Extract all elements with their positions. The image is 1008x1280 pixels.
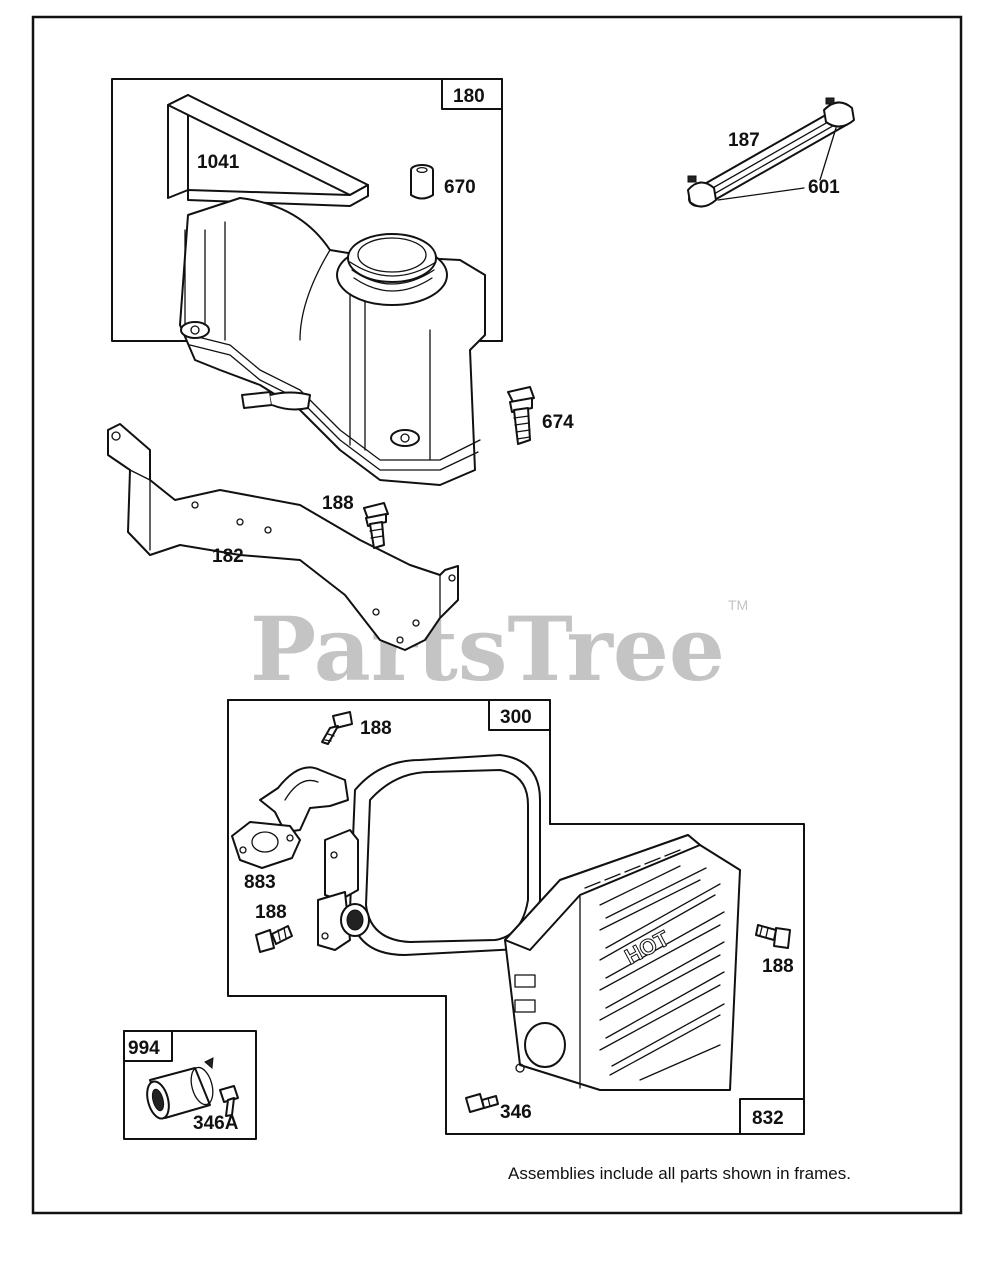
tank-screw-part xyxy=(507,386,535,445)
frame-994-number-box xyxy=(123,1030,173,1062)
frame-300: 300 xyxy=(227,699,551,997)
callout-674: 674 xyxy=(542,412,574,433)
watermark-trademark: TM xyxy=(728,597,748,613)
callout-601: 601 xyxy=(808,177,840,198)
frame-832-number-box xyxy=(739,1098,805,1135)
frame-832: 832 xyxy=(445,823,805,1135)
footnote: Assemblies include all parts shown in fr… xyxy=(508,1164,851,1183)
muffler-guard-part: HOT xyxy=(504,834,741,1091)
fuel-tank-part xyxy=(179,197,486,486)
gasket-part xyxy=(231,821,301,869)
bracket-part xyxy=(107,423,459,651)
callout-1041: 1041 xyxy=(197,152,240,173)
muffler-screw-top-part xyxy=(321,711,353,745)
fuel-tank-bushing-part xyxy=(410,164,434,200)
callout-182: 182 xyxy=(212,546,244,567)
frame-994-number: 994 xyxy=(128,1038,160,1059)
frame-832-number: 832 xyxy=(752,1108,784,1129)
callout-346A: 346A xyxy=(193,1113,239,1134)
callout-187: 187 xyxy=(728,130,760,151)
kit-screw-part xyxy=(219,1085,239,1117)
callout-346: 346 xyxy=(500,1102,532,1123)
frame-994: 994 xyxy=(123,1030,257,1140)
callout-883: 883 xyxy=(244,872,276,893)
callout-188-guard: 188 xyxy=(762,956,794,977)
guard-screw-bottom-part xyxy=(465,1093,499,1113)
callout-188-bracket: 188 xyxy=(322,493,354,514)
frame-180-number-box xyxy=(441,78,503,110)
frame-180-number: 180 xyxy=(453,86,485,107)
frame-300-number: 300 xyxy=(500,707,532,728)
muffler-screw-left-part xyxy=(255,925,293,953)
callout-188-muffler-left: 188 xyxy=(255,902,287,923)
watermark-logo: PartsTree xyxy=(250,597,725,701)
bracket-screw-part xyxy=(363,502,389,549)
diagram-border xyxy=(31,15,963,1215)
guard-screw-right-part xyxy=(755,924,791,949)
tank-strap-part xyxy=(167,94,369,207)
callout-188-muffler-top: 188 xyxy=(360,718,392,739)
callout-670: 670 xyxy=(444,177,476,198)
hose-clamp-parts xyxy=(687,97,855,208)
kit-screen-part xyxy=(146,1057,214,1120)
frame-300-number-box xyxy=(488,699,551,731)
muffler-part xyxy=(259,754,541,956)
